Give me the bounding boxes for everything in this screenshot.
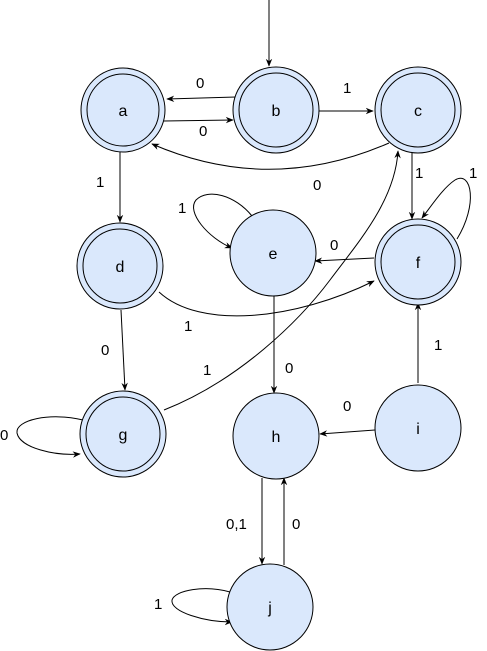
state-f-label: f <box>416 255 421 272</box>
edge-label-g-c: 1 <box>203 362 211 379</box>
state-g-label: g <box>119 427 128 444</box>
state-g[interactable]: g <box>79 390 167 478</box>
edge-j-j <box>171 588 233 626</box>
edge-label-e-h: 0 <box>285 360 293 377</box>
edge-label-i-h: 0 <box>343 398 351 415</box>
state-d[interactable]: d <box>76 222 164 310</box>
state-j-label: j <box>267 600 272 617</box>
state-i[interactable]: i <box>374 384 462 472</box>
edge-label-f-f: 1 <box>469 165 477 182</box>
edge-label-c-a: 0 <box>313 177 321 194</box>
edge-label-g-g: 0 <box>0 427 8 444</box>
state-h[interactable]: h <box>232 392 320 480</box>
state-b[interactable]: b <box>232 66 320 154</box>
edge-label-h-j: 0,1 <box>226 516 247 533</box>
edge-label-j-h: 0 <box>292 516 300 533</box>
edge-c-a <box>151 142 390 170</box>
edge-label-d-f: 1 <box>184 318 192 335</box>
state-d-label: d <box>116 259 125 276</box>
state-e[interactable]: e <box>229 209 317 297</box>
state-f[interactable]: f <box>374 218 462 306</box>
state-c-label: c <box>414 103 422 120</box>
edge-label-b-c: 1 <box>343 80 351 97</box>
edge-b-a <box>166 95 237 102</box>
state-h-label: h <box>272 429 281 446</box>
state-a-label: a <box>119 103 128 120</box>
state-b-label: b <box>272 103 281 120</box>
state-j[interactable]: j <box>226 563 314 651</box>
state-e-label: e <box>269 246 278 263</box>
edge-label-f-e: 0 <box>330 237 338 254</box>
edge-f-e <box>314 257 375 264</box>
state-i-label: i <box>416 421 420 438</box>
edge-label-a-b: 0 <box>199 123 207 140</box>
edge-g-c <box>163 150 401 411</box>
edge-label-i-f: 1 <box>434 337 442 354</box>
state-a[interactable]: a <box>80 67 166 153</box>
edge-e-e <box>193 193 253 249</box>
edge-d-f <box>158 280 375 317</box>
edge-f-f <box>421 177 471 240</box>
edge-i-h <box>319 429 376 437</box>
edge-label-a-d: 1 <box>96 174 104 191</box>
edge-d-g <box>120 309 128 391</box>
edge-label-d-g: 0 <box>101 342 109 359</box>
edge-a-b <box>163 116 234 124</box>
edge-g-g <box>16 416 84 458</box>
state-c[interactable]: c <box>374 66 462 154</box>
edge-label-b-a: 0 <box>196 75 204 92</box>
edge-label-j-j: 1 <box>154 596 162 613</box>
edge-label-e-e: 1 <box>178 200 186 217</box>
edge-label-c-f: 1 <box>415 165 423 182</box>
